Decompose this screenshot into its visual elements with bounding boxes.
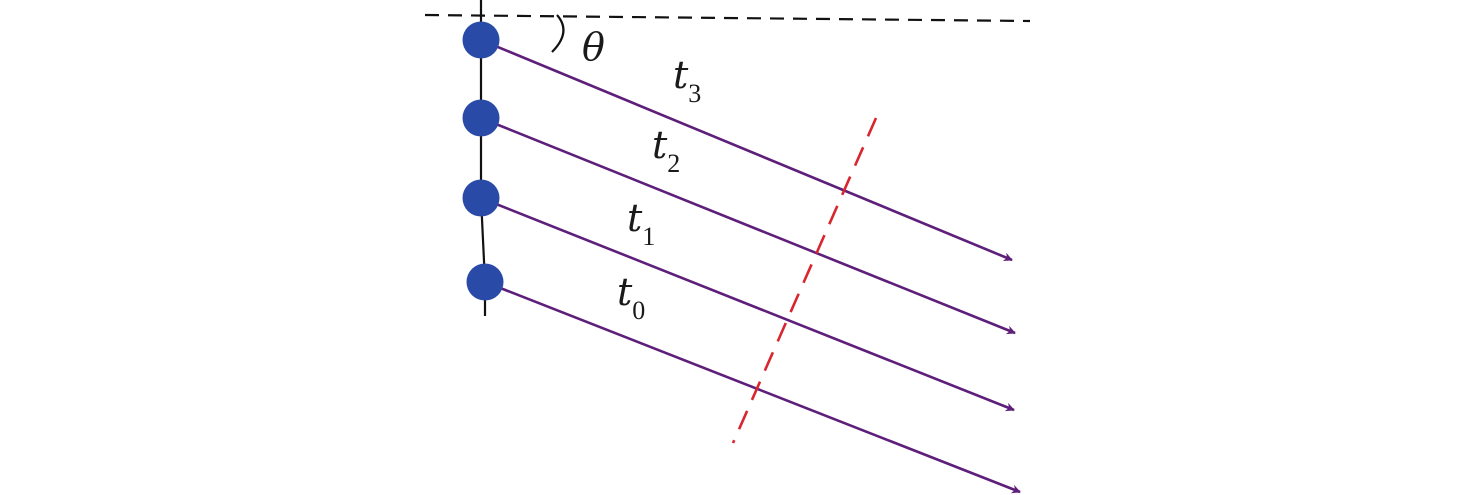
ray-label-2: t2 bbox=[652, 123, 680, 178]
ray-1 bbox=[480, 196, 1015, 412]
ray-label-1: t1 bbox=[627, 196, 655, 251]
ray-0 bbox=[484, 280, 1021, 494]
sensor-0 bbox=[466, 263, 504, 301]
ray-2 bbox=[480, 116, 1016, 335]
ray-label-3: t3 bbox=[673, 53, 701, 108]
angle-label: θ bbox=[582, 25, 605, 69]
sensor-1 bbox=[462, 179, 500, 217]
ray-3 bbox=[480, 38, 1013, 262]
angle-arc bbox=[551, 14, 565, 53]
sensor-3 bbox=[462, 21, 500, 59]
ray-label-0: t0 bbox=[617, 270, 645, 325]
wavefront-line bbox=[731, 117, 878, 444]
reference-line bbox=[424, 13, 1031, 23]
sensor-2 bbox=[462, 99, 500, 137]
